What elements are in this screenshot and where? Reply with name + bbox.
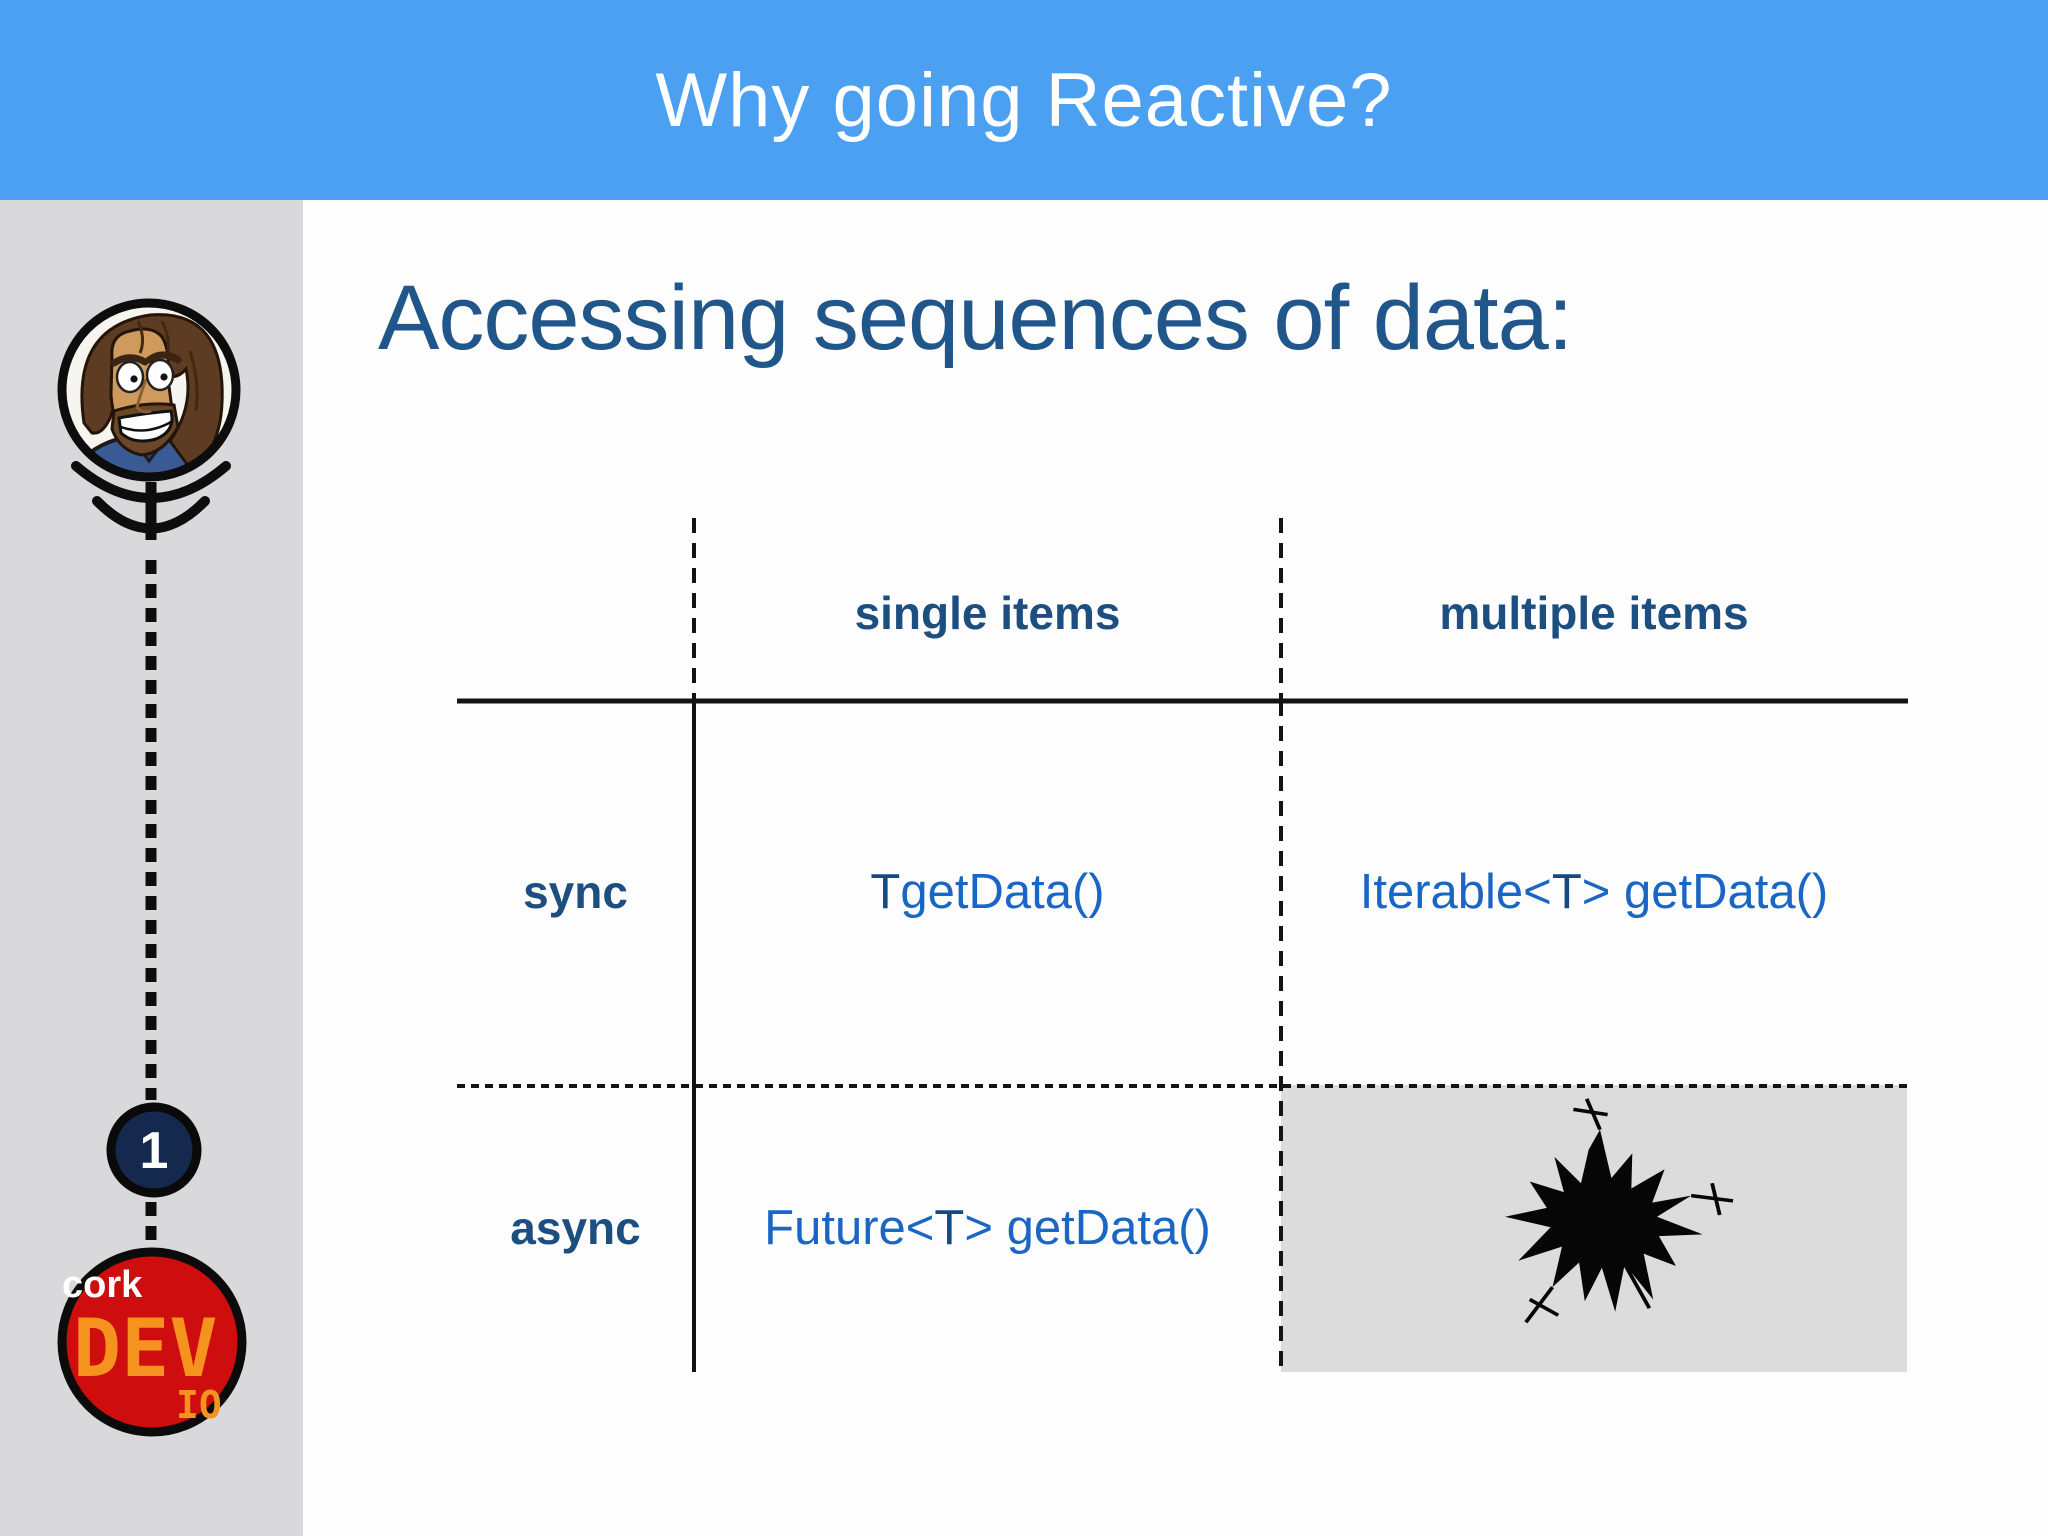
- table-cell-sync-single: T getData(): [694, 857, 1281, 927]
- slide-header: Why going Reactive?: [0, 0, 2048, 200]
- code-method: > getData(): [964, 1201, 1211, 1255]
- corkdev-logo: cork DEV IO: [57, 1247, 247, 1437]
- code-prefix: Iterable<: [1359, 865, 1552, 919]
- code-method: > getData(): [1581, 865, 1829, 919]
- slide-heading: Accessing sequences of data:: [378, 267, 1573, 369]
- corkdev-logo-io: IO: [176, 1383, 222, 1427]
- table-cell-sync-multiple: Iterable<T> getData(): [1281, 857, 1907, 927]
- speaker-avatar: [57, 298, 241, 482]
- table-col-header-multiple-items: multiple items: [1439, 587, 1749, 639]
- slide-number-badge: 1: [106, 1102, 202, 1198]
- code-method: getData(): [900, 865, 1105, 919]
- table-grid: [457, 518, 1908, 1372]
- code-prefix: Future<: [764, 1201, 935, 1255]
- corkdev-logo-cork: cork: [62, 1264, 143, 1306]
- code-type: T: [870, 865, 901, 919]
- corkdev-logo-dev: DEV: [73, 1302, 218, 1395]
- broken-hole-splat-icon: [1505, 1098, 1734, 1324]
- code-type: T: [934, 1201, 965, 1255]
- slide-number-badge-label: 1: [140, 1122, 169, 1180]
- table-row-header-sync: sync: [523, 866, 628, 918]
- corkdev-logo-circle: [57, 1247, 247, 1437]
- table-col-header-single-items: single items: [854, 587, 1121, 639]
- code-type: T: [1551, 865, 1582, 919]
- slide-title: Why going Reactive?: [655, 57, 1393, 143]
- table-cell-async-single: Future<T> getData(): [694, 1193, 1281, 1263]
- table-row-header-async: async: [510, 1202, 641, 1254]
